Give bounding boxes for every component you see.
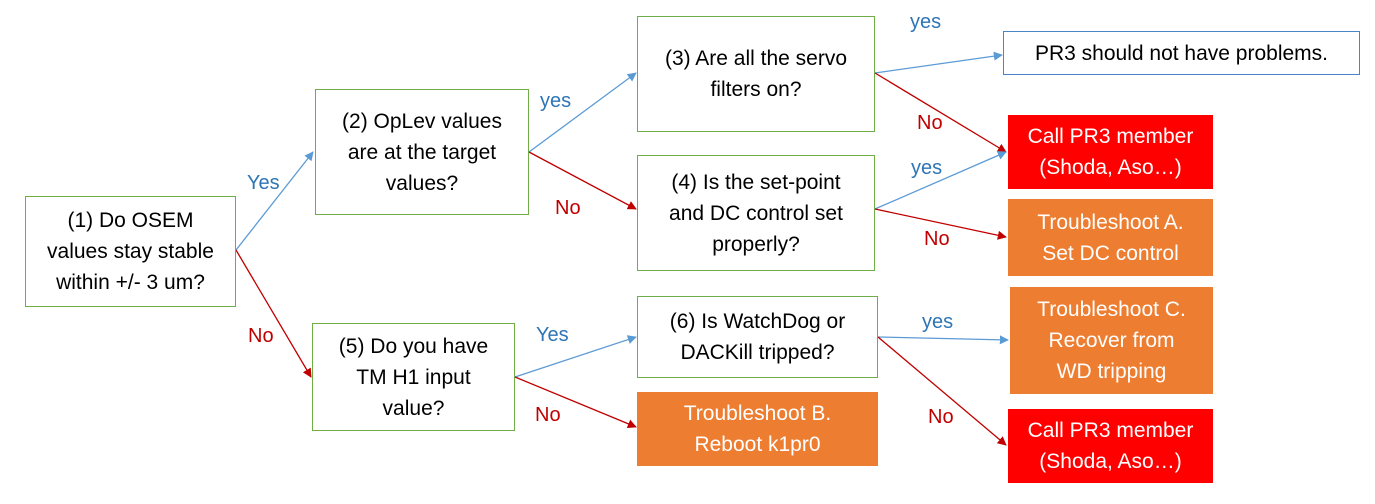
pr3-ok-text: PR3 should not have problems.	[1034, 41, 1328, 65]
question-5-text: (5) Do you have TM H1 input value?	[338, 334, 489, 420]
q6-yes-label: yes	[922, 311, 954, 333]
q2-no-label: No	[555, 197, 581, 219]
arrow-q2-yes	[528, 72, 637, 153]
question-4-text: (4) Is the set-point and DC control set …	[669, 170, 843, 256]
q4-yes-label: yes	[911, 157, 943, 179]
troubleshoot-c-node: Troubleshoot C. Recover from WD tripping	[1010, 287, 1213, 394]
question-2-text: (2) OpLev values are at the target value…	[342, 109, 502, 195]
call-pr3-member-node-1: Call PR3 member (Shoda, Aso…)	[1008, 115, 1213, 189]
pr3-ok-node: PR3 should not have problems.	[1003, 31, 1360, 75]
troubleshoot-c-text: Troubleshoot C. Recover from WD tripping	[1037, 298, 1186, 383]
arrow-q6-yes	[877, 335, 1009, 345]
question-1-node: (1) Do OSEM values stay stable within +/…	[25, 196, 236, 307]
question-6-node: (6) Is WatchDog or DACKill tripped?	[637, 296, 878, 378]
question-6-text: (6) Is WatchDog or DACKill tripped?	[669, 310, 846, 364]
call-pr3-member-text-2: Call PR3 member (Shoda, Aso…)	[1027, 419, 1194, 473]
arrow-q1-no	[235, 249, 312, 378]
troubleshoot-b-node: Troubleshoot B. Reboot k1pr0	[637, 392, 878, 466]
q3-no-label: No	[917, 112, 943, 134]
question-2-node: (2) OpLev values are at the target value…	[315, 89, 529, 215]
arrow-q2-no	[528, 151, 637, 210]
q4-no-label: No	[924, 228, 950, 250]
call-pr3-member-text-1: Call PR3 member (Shoda, Aso…)	[1027, 125, 1194, 179]
arrow-q3-no	[874, 72, 1007, 153]
q1-yes-label: Yes	[247, 172, 280, 194]
q5-no-label: No	[535, 404, 561, 426]
q5-yes-label: Yes	[536, 324, 569, 346]
q3-yes-label: yes	[910, 11, 942, 33]
call-pr3-member-node-2: Call PR3 member (Shoda, Aso…)	[1008, 409, 1213, 483]
arrow-q6-no	[877, 336, 1007, 446]
question-3-node: (3) Are all the servo filters on?	[637, 16, 875, 132]
q2-yes-label: yes	[540, 90, 572, 112]
arrow-q5-yes	[514, 335, 637, 378]
question-5-node: (5) Do you have TM H1 input value?	[312, 323, 515, 431]
arrow-q3-yes	[874, 51, 1003, 74]
arrow-q5-no	[514, 376, 637, 429]
troubleshoot-a-text: Troubleshoot A. Set DC control	[1037, 210, 1184, 265]
q1-no-label: No	[248, 325, 274, 347]
arrow-q4-yes	[874, 151, 1007, 210]
arrow-q4-no	[874, 208, 1007, 240]
question-3-text: (3) Are all the servo filters on?	[664, 47, 848, 101]
question-4-node: (4) Is the set-point and DC control set …	[637, 155, 875, 271]
question-1-text: (1) Do OSEM values stay stable within +/…	[47, 209, 214, 294]
troubleshoot-b-text: Troubleshoot B. Reboot k1pr0	[683, 402, 832, 456]
troubleshoot-a-node: Troubleshoot A. Set DC control	[1008, 199, 1213, 276]
arrow-q1-yes	[235, 151, 314, 251]
q6-no-label: No	[928, 406, 954, 428]
